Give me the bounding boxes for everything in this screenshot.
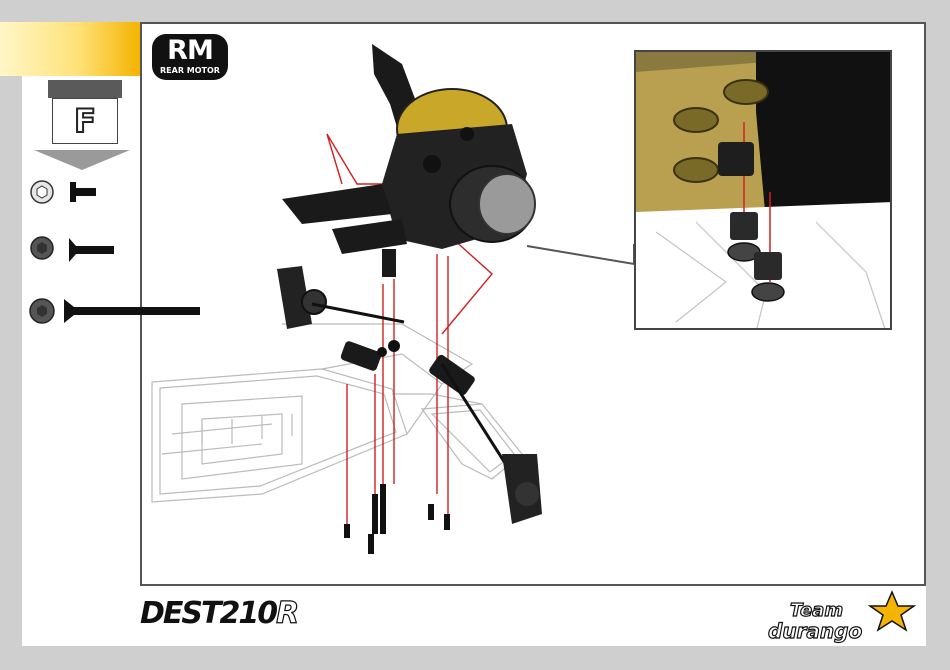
- step-letter: F: [53, 102, 117, 140]
- team-logo-line1: Team: [790, 600, 843, 621]
- step-indicator: F: [48, 80, 122, 146]
- hardware-short-screw-icon: [28, 178, 128, 208]
- inset-callout-line: [527, 244, 634, 264]
- product-logo-main: DEST210: [140, 596, 276, 631]
- team-logo-line2: durango: [768, 619, 862, 643]
- step-indicator-top: [48, 80, 122, 98]
- suspension-parts: [277, 266, 542, 524]
- inset-detail-drawing: [636, 52, 892, 330]
- product-logo-suffix: R: [276, 596, 297, 631]
- page-tab-accent: [0, 22, 140, 76]
- chassis-screws: [344, 484, 450, 554]
- product-logo: DEST210R: [140, 596, 297, 631]
- team-durango-logo: Team durango: [762, 588, 922, 644]
- inset-detail-view: [634, 50, 892, 330]
- chassis-outline: [152, 324, 522, 502]
- rear-gearbox-assembly: [282, 44, 535, 277]
- step-down-arrow-icon: [34, 150, 130, 170]
- hardware-medium-screw-icon: [28, 234, 138, 264]
- step-indicator-body: F: [52, 98, 118, 144]
